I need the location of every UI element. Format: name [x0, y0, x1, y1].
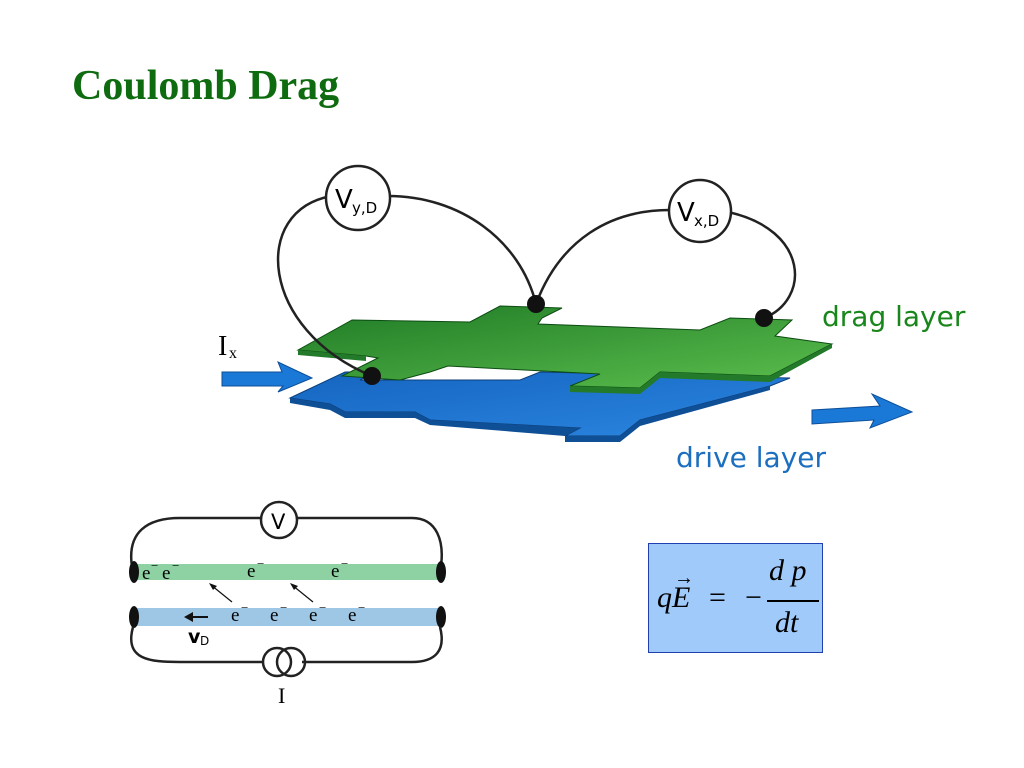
contact-dot-center — [527, 295, 545, 313]
vy-wire-left — [276, 194, 373, 378]
vx-wire-right — [727, 210, 797, 320]
svg-text:−: − — [280, 600, 287, 615]
svg-text:V: V — [677, 198, 695, 228]
drive-layer-plate — [288, 371, 791, 442]
svg-text:V: V — [335, 185, 353, 215]
current-in-arrow — [221, 361, 314, 393]
svg-text:D: D — [200, 634, 209, 648]
svg-text:I: I — [218, 331, 227, 362]
contact-dot-vx-right — [755, 309, 773, 327]
svg-text:e: e — [142, 563, 150, 584]
svg-text:−: − — [257, 556, 264, 571]
svg-text:−: − — [341, 556, 348, 571]
vy-wire-right — [387, 194, 538, 305]
svg-text:V: V — [271, 510, 286, 534]
svg-text:e: e — [309, 605, 317, 626]
vx-wire-left — [534, 208, 671, 305]
svg-text:e: e — [348, 605, 356, 626]
voltmeter-vx: V x,D — [667, 178, 733, 244]
svg-text:e: e — [231, 605, 239, 626]
drag-layer-plate — [296, 305, 834, 394]
svg-text:e: e — [331, 561, 339, 582]
current-out-arrow — [811, 392, 914, 429]
voltmeter-vy: V y,D — [324, 164, 392, 232]
svg-text:−: − — [172, 558, 179, 573]
svg-text:I: I — [278, 683, 285, 708]
current-label-ix: I x — [218, 331, 237, 362]
equation-numerator: d p — [769, 554, 807, 587]
slide-title: Coulomb Drag — [72, 63, 340, 109]
drag-strip — [136, 564, 440, 580]
contact-dot-vy-left — [363, 367, 381, 385]
svg-text:x,D: x,D — [694, 212, 719, 230]
svg-text:x: x — [229, 345, 237, 362]
svg-text:e: e — [162, 563, 170, 584]
svg-text:v: v — [188, 626, 201, 648]
svg-text:−: − — [241, 600, 248, 615]
fraction-bar — [767, 600, 819, 602]
svg-text:e: e — [270, 605, 278, 626]
svg-text:−: − — [319, 600, 326, 615]
circuit-schematic: V I e − e − e − e − e − e − e − — [129, 500, 446, 708]
svg-text:−: − — [151, 558, 158, 573]
drive-layer-label: drive layer — [676, 441, 826, 474]
equation-denominator: dt — [775, 606, 799, 639]
svg-text:−: − — [358, 600, 365, 615]
svg-text:e: e — [247, 561, 255, 582]
equation-box: q→E = − d p dt — [648, 543, 823, 653]
drag-layer-label: drag layer — [822, 300, 966, 333]
svg-text:y,D: y,D — [352, 199, 377, 217]
drive-strip — [136, 608, 440, 626]
newton-equation: q→E = − d p dt — [649, 544, 822, 652]
